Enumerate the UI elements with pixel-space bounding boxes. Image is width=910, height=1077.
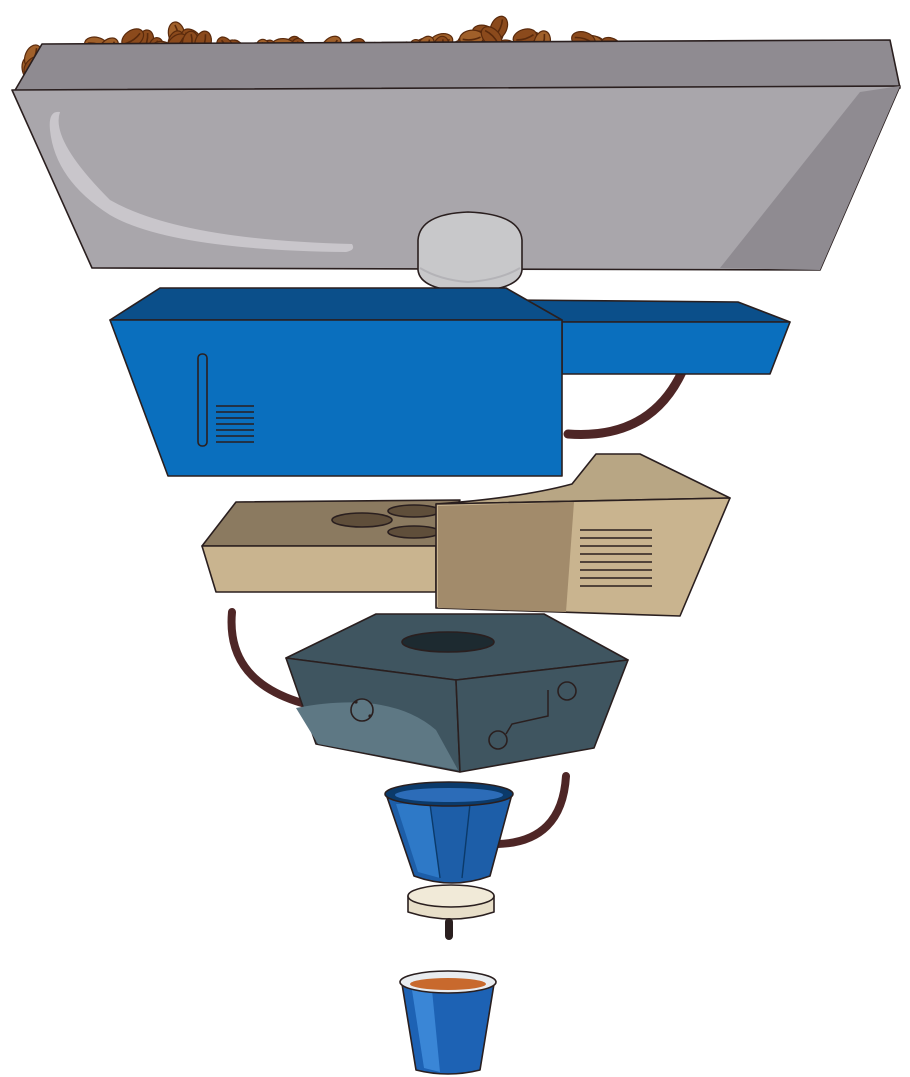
grinder-chute [562, 322, 790, 374]
hopper-rim [14, 40, 900, 92]
port-screw [368, 714, 371, 717]
funnel-filter [408, 885, 494, 907]
boiler-front-right [456, 660, 628, 772]
tank-tray-front [202, 546, 436, 592]
boiler-opening [402, 632, 494, 652]
tank-head-shade [438, 502, 574, 612]
boiler-port [351, 699, 373, 721]
funnel-interior [395, 788, 503, 802]
espresso-cup [400, 971, 496, 1074]
hopper-outlet [418, 212, 522, 292]
grinder-slot [198, 354, 207, 446]
grinder-vent [216, 406, 254, 442]
port-screw [354, 700, 357, 703]
brew-funnel [385, 776, 566, 936]
bean-hopper [12, 13, 900, 292]
grinder-body [110, 320, 562, 476]
water-tank-unit [202, 454, 730, 616]
grinder-unit [110, 288, 790, 476]
grinder-top [110, 288, 562, 320]
cup-coffee [410, 978, 486, 990]
grinder-tube [568, 372, 682, 434]
boiler-unit [232, 612, 628, 772]
